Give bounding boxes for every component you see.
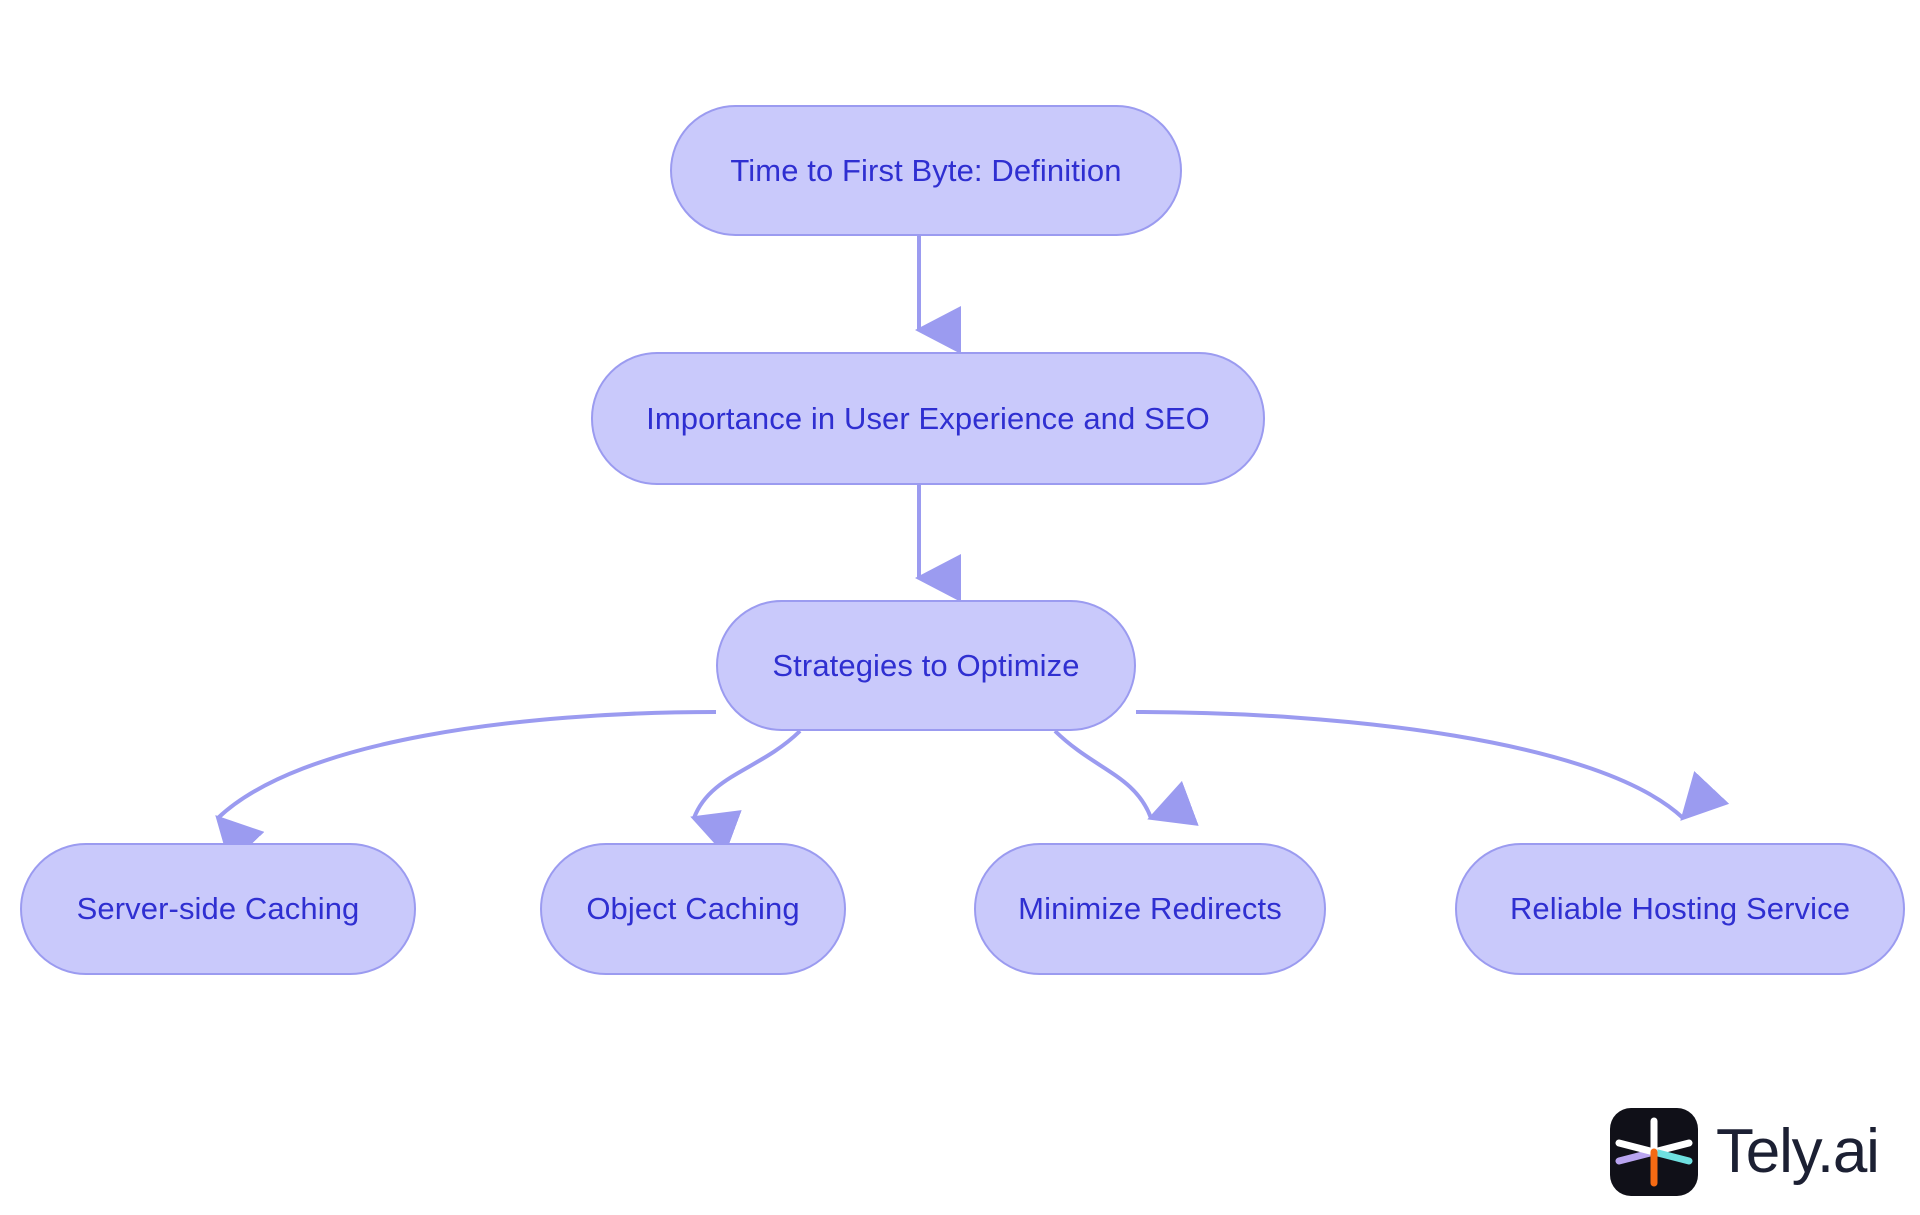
edge-strategies-to-redirects: [1053, 729, 1199, 826]
node-label: Strategies to Optimize: [772, 647, 1080, 683]
node-label: Reliable Hosting Service: [1509, 891, 1851, 927]
node-label: Server-side Caching: [76, 891, 360, 927]
node-label: Object Caching: [586, 891, 800, 927]
tely-starburst-icon: [1610, 1108, 1698, 1196]
node-importance-in-user-experience-and-seo[interactable]: Importance in User Experience and SEO: [591, 352, 1265, 485]
node-label: Time to First Byte: Definition: [730, 152, 1122, 188]
node-strategies-to-optimize[interactable]: Strategies to Optimize: [716, 600, 1136, 731]
node-minimize-redirects[interactable]: Minimize Redirects: [974, 843, 1326, 975]
node-reliable-hosting-service[interactable]: Reliable Hosting Service: [1455, 843, 1905, 975]
edge-strategies-to-hosting: [1135, 710, 1730, 821]
node-label: Minimize Redirects: [1018, 891, 1282, 927]
edge-strategies-to-object-cache: [690, 729, 802, 856]
node-object-caching[interactable]: Object Caching: [540, 843, 846, 975]
node-server-side-caching[interactable]: Server-side Caching: [20, 843, 416, 975]
node-label: Importance in User Experience and SEO: [646, 400, 1210, 436]
node-time-to-first-byte-definition[interactable]: Time to First Byte: Definition: [670, 105, 1182, 236]
tely-ai-wordmark: Tely.ai: [1716, 1117, 1880, 1186]
tely-ai-logo: Tely.ai: [1610, 1103, 1910, 1201]
edge-strategies-to-server-cache: [215, 710, 717, 865]
